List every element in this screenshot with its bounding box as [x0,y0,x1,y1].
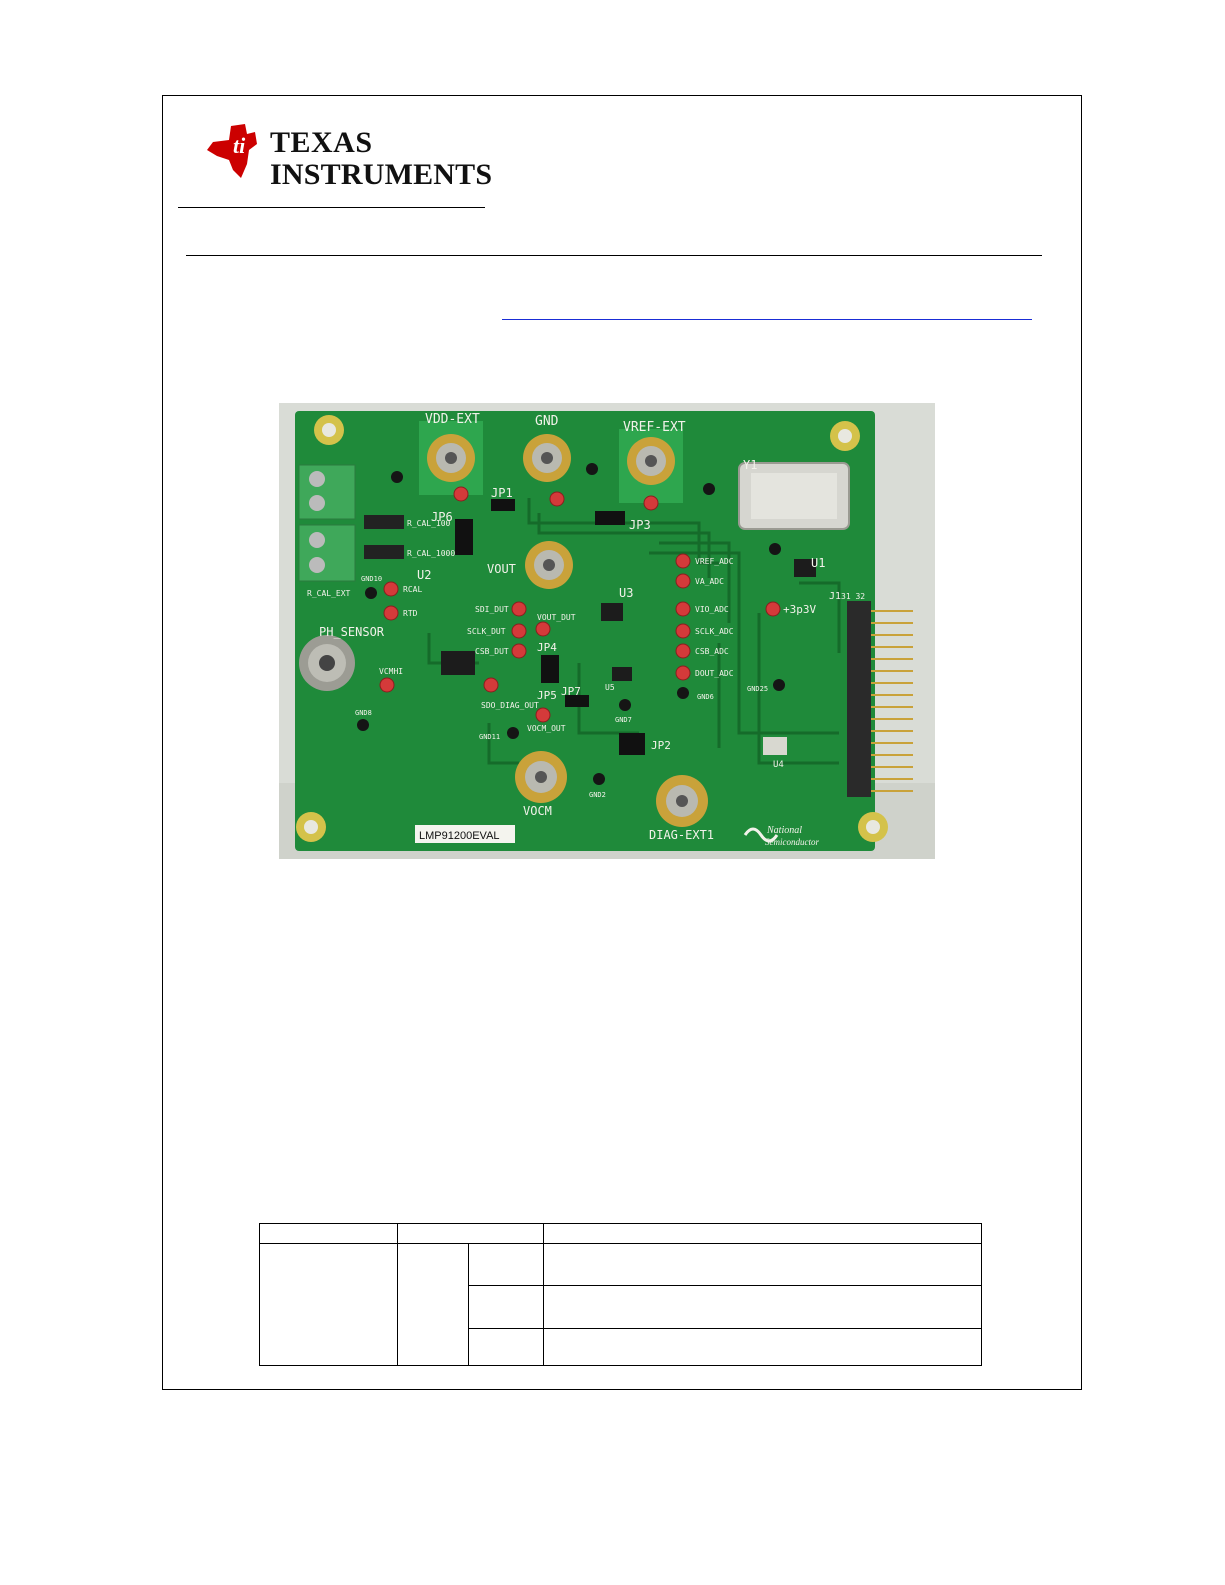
label-jp4: JP4 [537,641,557,654]
test-points [379,486,781,723]
table-cell [468,1285,544,1329]
national-semiconductor-logo: National Semiconductor [743,825,819,847]
logo-line-1: TEXAS [270,126,373,159]
hyperlink-underline[interactable] [502,319,1032,320]
header-rule-long [186,255,1042,256]
label-u2: U2 [417,568,431,582]
label-vcmhi: VCMHI [379,667,403,676]
table-cell [397,1243,469,1366]
label-gnd7: GND7 [615,716,632,724]
label-vdd-ext: VDD-EXT [425,412,480,427]
board-photo: VDD-EXT GND VREF-EXT Y1 JP6 JP1 JP3 U2 U… [279,403,935,859]
label-gnd25: GND25 [747,685,768,693]
board-tag [415,825,515,843]
label-gnd2: GND2 [589,791,606,799]
label-sdi-dut: SDI_DUT [475,605,509,614]
table-row [259,1243,982,1366]
table-cell [468,1327,544,1367]
label-j1-pins: 31 32 [841,592,865,601]
label-r-cal-100: R_CAL_100 [407,519,451,528]
label-gnd8: GND8 [355,709,372,717]
table-header-row [259,1222,982,1245]
label-gnd6: GND6 [697,693,714,701]
table-cell [543,1222,982,1245]
crystal-oscillator [738,462,850,530]
label-u1: U1 [811,556,825,570]
header-rule-short [178,207,485,208]
label-jp5: JP5 [537,689,557,702]
label-jp6: JP6 [431,510,453,524]
table-cell [259,1222,398,1245]
label-rtd: RTD [403,609,418,618]
ti-state-icon: ti [207,124,257,178]
label-vio-adc: VIO_ADC [695,605,729,614]
label-diag-ext1: DIAG-EXT1 [649,828,714,842]
ground-points [357,463,785,785]
label-csb-adc: CSB_ADC [695,647,729,656]
ti-logo: ti [203,120,473,190]
table-row [260,1285,982,1329]
label-r-cal-1000: R_CAL_1000 [407,549,455,558]
jumpers [455,499,645,755]
table-cell [543,1243,982,1287]
label-ph-sensor: PH_SENSOR [319,625,385,639]
logo-line-2: INSTRUMENTS [270,158,493,191]
label-vref-adc: VREF_ADC [695,557,734,566]
label-vocm: VOCM [523,804,552,818]
label-sdo-diag-out: SDO_DIAG_OUT [481,701,539,710]
label-board-tag: LMP91200EVAL [419,830,500,842]
page-frame [162,95,1082,1390]
label-gnd10: GND10 [361,575,382,583]
sma-connectors [419,421,708,827]
pcb-board [295,411,875,851]
ti-wordmark: TEXAS INSTRUMENTS [270,128,492,190]
label-dout-adc: DOUT_ADC [695,669,734,678]
label-semiconductor: Semiconductor [765,837,819,847]
svg-text:ti: ti [233,133,246,158]
label-national: National [766,825,802,836]
label-rcal: RCAL [403,585,422,594]
label-vref-ext: VREF-EXT [623,420,686,435]
label-r-cal-ext: R_CAL_EXT [307,589,351,598]
pin-header-j1 [847,601,913,797]
label-va-adc: VA_ADC [695,577,724,586]
label-vout-dut: VOUT_DUT [537,613,576,622]
label-u5: U5 [605,683,615,692]
table-cell [543,1327,982,1367]
label-y1: Y1 [743,458,757,472]
label-j1: J1 [829,591,841,602]
label-csb-dut: CSB_DUT [475,647,509,656]
table-row [260,1327,982,1367]
label-gnd: GND [535,414,559,429]
label-vocm-out: VOCM_OUT [527,724,566,733]
mounting-holes [296,415,888,842]
label-u3: U3 [619,586,633,600]
label-jp2: JP2 [651,739,671,752]
label-gnd11: GND11 [479,733,500,741]
label-u4: U4 [773,760,784,770]
label-jp7: JP7 [561,685,581,698]
label-sclk-dut: SCLK_DUT [467,627,506,636]
table-cell [468,1243,544,1287]
table-cell [543,1285,982,1329]
label-sclk-adc: SCLK_ADC [695,627,734,636]
label-vout: VOUT [487,562,516,576]
jumper-table [259,1222,982,1367]
table-cell [259,1243,398,1366]
bnc-connector [299,635,355,691]
label-p3v3: +3p3V [783,603,816,616]
table-cell [397,1222,544,1245]
label-jp3: JP3 [629,518,651,532]
terminal-blocks [298,464,356,582]
ics [364,515,816,755]
label-jp1: JP1 [491,486,513,500]
